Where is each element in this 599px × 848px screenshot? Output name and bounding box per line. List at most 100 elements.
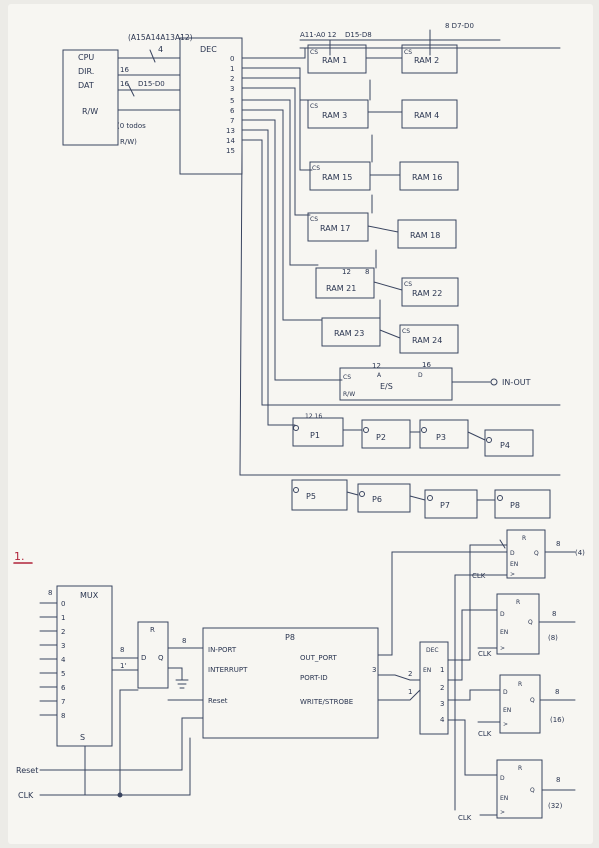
dec2-label: DEC	[426, 647, 439, 654]
reg-16-d: D	[503, 689, 508, 696]
port-3-label: P3	[436, 433, 446, 442]
port-5-label: P5	[306, 492, 316, 501]
reg-w1: 1'	[120, 662, 126, 670]
ram-15-box	[309, 161, 371, 191]
dec2-out-2: 2	[440, 684, 444, 692]
eis-a-bits: 12	[372, 362, 381, 370]
reg-16-bus: 8	[555, 688, 559, 696]
ram-2-box	[401, 44, 458, 74]
reg-32-en: EN	[500, 795, 508, 802]
reg-16-r: R	[518, 681, 522, 688]
reg-32-clk: >	[500, 809, 505, 816]
reg-32-clk-in: CLK	[458, 814, 472, 822]
reg-16-en: EN	[503, 707, 511, 714]
port-7-label: P7	[440, 501, 450, 510]
dec-out-2	[241, 77, 313, 171]
p8-port-id: PORT-ID	[300, 674, 328, 682]
reset-input-label: Reset	[16, 766, 38, 775]
mux-in-2: 2	[61, 628, 65, 636]
dec2-w2: 2	[408, 670, 412, 678]
ram-22-cs: CS	[404, 281, 412, 288]
p1-bits: 12 16	[305, 413, 322, 420]
reg-4-q: Q	[534, 550, 539, 557]
cpu-label-cpu: CPU	[78, 53, 94, 62]
cpu-label-dir: DIR.	[78, 67, 94, 76]
reg-32-d: D	[500, 775, 505, 782]
mux-in-3: 3	[61, 642, 65, 650]
ram-2-cs: CS	[404, 49, 412, 56]
port-6-label: P6	[372, 495, 382, 504]
reg-32-r: R	[518, 765, 522, 772]
mux-in-1: 1	[61, 614, 65, 622]
ram-17-box	[307, 212, 369, 242]
dec2-en: EN	[423, 667, 431, 674]
ram-21-a-bits: 12	[342, 268, 351, 276]
ram-1-box	[307, 44, 367, 74]
reg-4-r: R	[522, 535, 526, 542]
reg-16-clk: >	[503, 721, 508, 728]
reg-8-bus: 8	[552, 610, 556, 618]
dec-out-label-6: 6	[230, 107, 235, 115]
mux-in-0: 0	[61, 600, 65, 608]
ram-1-label: RAM 1	[322, 56, 347, 65]
p8-write: WRITE/STROBE	[300, 698, 353, 706]
p8-box	[202, 627, 379, 739]
top-note-addr: A11-A0 12	[300, 31, 336, 39]
reg-8-box	[496, 593, 540, 655]
dec-out-label-1: 1	[230, 65, 234, 73]
ram-24-cs: CS	[402, 328, 410, 335]
mux-input-lines	[39, 602, 58, 716]
dec-out-14	[241, 139, 561, 406]
clk-line	[39, 737, 191, 796]
reg-32-box	[496, 759, 543, 819]
dec2-out-1: 1	[440, 666, 444, 674]
eis-a: A	[377, 372, 382, 379]
dec2-out-4: 4	[440, 716, 445, 724]
p8-reset: Reset	[208, 697, 228, 705]
reg-32-bus: 8	[556, 776, 560, 784]
reset-line	[39, 717, 204, 771]
data-width-label: 16	[120, 80, 129, 88]
reg-16-box	[499, 674, 541, 734]
eis-rw: R/W	[343, 391, 355, 398]
ram-15-cs: CS	[312, 165, 320, 172]
port-6-box	[357, 483, 411, 513]
reg-32-out: (32)	[548, 802, 563, 810]
dec-out-0	[241, 47, 306, 59]
decoder-label: DEC	[200, 45, 217, 54]
ram-16-label: RAM 16	[412, 173, 442, 182]
reg-16-q: Q	[530, 697, 535, 704]
ram-23-label: RAM 23	[334, 329, 364, 338]
ram-21-label: RAM 21	[326, 284, 356, 293]
reg-8-en: EN	[500, 629, 508, 636]
p8-interrupt: INTERRUPT	[208, 666, 248, 674]
reg-r: R	[150, 626, 155, 634]
dec2-w3: 3	[372, 666, 376, 674]
reg-4-box	[506, 529, 546, 579]
ram-3-box	[307, 99, 369, 129]
dec-out-label-0: 0	[230, 55, 234, 63]
dec-out-label-5: 5	[230, 97, 234, 105]
ram-21-d-bits: 8	[365, 268, 369, 276]
mux-in-6: 6	[61, 684, 66, 692]
mux-in-8: 8	[61, 712, 65, 720]
top-note-data-hi: D15-D8	[345, 31, 372, 39]
mux-bus: 8	[48, 589, 52, 597]
port-1-label: P1	[310, 431, 320, 440]
dec2-box	[419, 641, 449, 735]
reg-8-q: Q	[528, 619, 533, 626]
mux-in-4: 4	[61, 656, 66, 664]
ram-1-cs: CS	[310, 49, 318, 56]
port-4-box	[484, 429, 534, 457]
bus-top-label: (A15A14A13A12)	[128, 33, 193, 42]
dec-out-13	[241, 129, 296, 426]
ram-16-box	[399, 161, 459, 191]
top-note-data-lo: 8 D7-D0	[445, 22, 474, 30]
clk-input-label: CLK	[18, 791, 34, 800]
eis-box	[339, 367, 453, 401]
dec-out-label-7: 7	[230, 117, 234, 125]
reg-4-bus: 8	[556, 540, 560, 548]
dec-out-label-13: 13	[226, 127, 235, 135]
decoder-box	[179, 37, 243, 175]
